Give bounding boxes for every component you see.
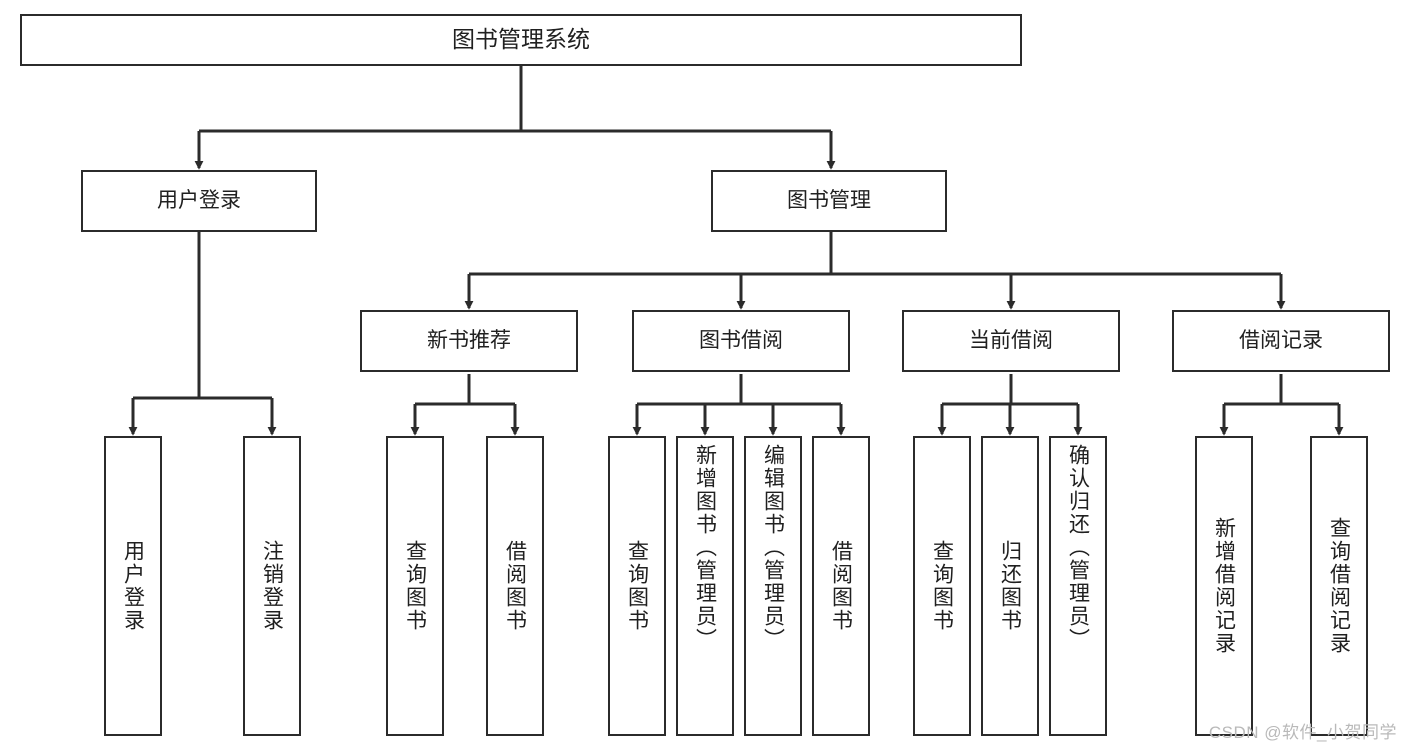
node-label: 新书推荐	[427, 329, 511, 353]
node-book-borrow[interactable]: 图书借阅	[632, 310, 850, 372]
node-label: 编辑图书（管理员）	[761, 444, 785, 651]
node-borrow-record[interactable]: 借阅记录	[1172, 310, 1390, 372]
node-label: 查询图书	[930, 540, 954, 632]
node-label: 图书管理系统	[452, 26, 590, 53]
node-label: 归还图书	[998, 540, 1022, 632]
node-book-management[interactable]: 图书管理	[711, 170, 947, 232]
node-label: 确认归还（管理员）	[1066, 444, 1090, 651]
leaf-book-borrow-borrow-book[interactable]: 借阅图书	[812, 436, 870, 736]
watermark: CSDN @软件_小贺同学	[1208, 723, 1397, 742]
node-new-book-recommendation[interactable]: 新书推荐	[360, 310, 578, 372]
leaf-user-login-login[interactable]: 用户登录	[104, 436, 162, 736]
node-user-login[interactable]: 用户登录	[81, 170, 317, 232]
leaf-current-borrow-query-book[interactable]: 查询图书	[913, 436, 971, 736]
node-root-book-management-system[interactable]: 图书管理系统	[20, 14, 1022, 66]
node-label: 新增图书（管理员）	[693, 444, 717, 651]
leaf-book-borrow-edit-book-admin[interactable]: 编辑图书（管理员）	[744, 436, 802, 736]
leaf-current-borrow-return-book[interactable]: 归还图书	[981, 436, 1039, 736]
node-label: 查询借阅记录	[1327, 517, 1351, 655]
node-label: 图书借阅	[699, 329, 783, 353]
leaf-user-login-logout[interactable]: 注销登录	[243, 436, 301, 736]
leaf-book-borrow-add-book-admin[interactable]: 新增图书（管理员）	[676, 436, 734, 736]
node-label: 注销登录	[260, 540, 284, 632]
node-label: 新增借阅记录	[1212, 517, 1236, 655]
node-label: 借阅图书	[829, 540, 853, 632]
leaf-borrow-record-add-record[interactable]: 新增借阅记录	[1195, 436, 1253, 736]
node-label: 查询图书	[403, 540, 427, 632]
node-current-borrow[interactable]: 当前借阅	[902, 310, 1120, 372]
node-label: 借阅图书	[503, 540, 527, 632]
node-label: 用户登录	[121, 540, 145, 632]
node-label: 用户登录	[157, 189, 241, 213]
leaf-borrow-record-query-record[interactable]: 查询借阅记录	[1310, 436, 1368, 736]
node-label: 借阅记录	[1239, 329, 1323, 353]
leaf-new-book-borrow-book[interactable]: 借阅图书	[486, 436, 544, 736]
node-label: 查询图书	[625, 540, 649, 632]
leaf-book-borrow-query-book[interactable]: 查询图书	[608, 436, 666, 736]
node-label: 当前借阅	[969, 329, 1053, 353]
leaf-current-borrow-confirm-return-admin[interactable]: 确认归还（管理员）	[1049, 436, 1107, 736]
leaf-new-book-query-book[interactable]: 查询图书	[386, 436, 444, 736]
node-label: 图书管理	[787, 189, 871, 213]
